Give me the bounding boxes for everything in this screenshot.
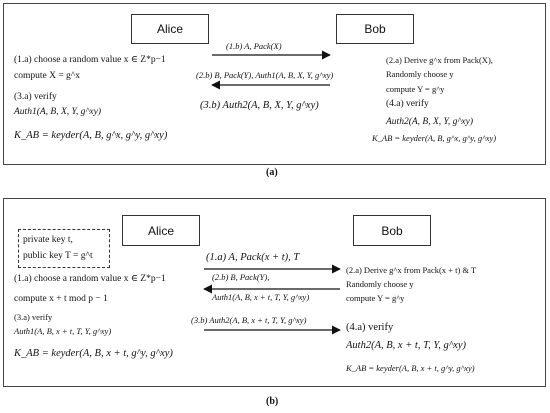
msg3-b: (3.b) Auth2(A, B, x + t, T, Y, g^xy) (191, 315, 307, 325)
bob-line-b-0: (2.a) Derive g^x from Pack(x + t) & T (346, 265, 477, 275)
alice-line-a-1: compute X = g^x (14, 71, 81, 81)
bob-line-a-1: Randomly choose y (386, 69, 454, 79)
msg2-b: (2.b) B, Pack(Y), (212, 272, 270, 282)
bob-label-a: Bob (364, 22, 386, 36)
key-line-b-0: private key t, (23, 235, 73, 245)
alice-line-a-2: (3.a) verify (14, 92, 57, 102)
bob-line-b-4: Auth2(A, B, x + t, T, Y, g^xy) (346, 340, 467, 351)
bob-line-a-2: compute Y = g^y (386, 84, 445, 94)
bob-box-a: Bob (336, 14, 414, 44)
bob-label-b: Bob (381, 223, 403, 238)
alice-box-a: Alice (131, 14, 209, 44)
alice-line-b-1: compute x + t mod p − 1 (14, 294, 108, 304)
msg2b-b: Auth1(A, B, x + t, T, Y, g^xy) (212, 292, 310, 302)
bob-line-b-3: (4.a) verify (346, 322, 394, 333)
bob-line-a-5: K_AB = keyder(A, B, g^x, g^y, g^xy) (372, 133, 497, 143)
alice-line-b-0: (1.a) choose a random value x ∈ Z*p−1 (14, 274, 166, 284)
msg1-a: (1.b) A, Pack(X) (226, 41, 282, 51)
caption-b: (b) (266, 396, 279, 407)
msg3-a: (3.b) Auth2(A, B, X, Y, g^xy) (200, 100, 319, 111)
bob-line-b-1: Randomly choose y (346, 279, 414, 289)
caption-a: (a) (266, 167, 278, 178)
bob-line-a-3: (4.a) verify (386, 99, 429, 109)
alice-line-b-2: (3.a) verify (14, 312, 53, 322)
panel-a (3, 3, 546, 165)
alice-line-a-0: (1.a) choose a random value x ∈ Z*p−1 (14, 55, 166, 65)
bob-line-a-0: (2.a) Derive g^x from Pack(X), (386, 55, 493, 65)
panel-b (3, 198, 546, 387)
bob-line-a-4: Auth2(A, B, X, Y, g^xy) (386, 117, 474, 127)
alice-label-b: Alice (147, 223, 174, 238)
key-line-b-1: public key T = g^t (23, 251, 93, 261)
alice-line-b-4: K_AB = keyder(A, B, x + t, g^y, g^xy) (14, 348, 173, 359)
alice-line-a-4: K_AB = keyder(A, B, g^x, g^y, g^xy) (14, 130, 168, 141)
alice-line-a-3: Auth1(A, B, X, Y, g^xy) (14, 107, 102, 117)
bob-line-b-5: K_AB = keyder(A, B, x + t, g^y, g^xy) (346, 363, 475, 373)
alice-box-b: Alice (122, 215, 200, 246)
msg1-b: (1.a) A, Pack(x + t), T (206, 252, 300, 263)
bob-line-b-2: compute Y = g^y (346, 293, 405, 303)
key-box-b (18, 229, 110, 268)
msg2-a: (2.b) B, Pack(Y), Auth1(A, B, X, Y, g^xy… (196, 70, 334, 80)
bob-box-b: Bob (353, 215, 431, 246)
alice-label-a: Alice (156, 22, 183, 36)
alice-line-b-3: Auth1(A, B, x + t, T, Y, g^xy) (14, 326, 112, 336)
